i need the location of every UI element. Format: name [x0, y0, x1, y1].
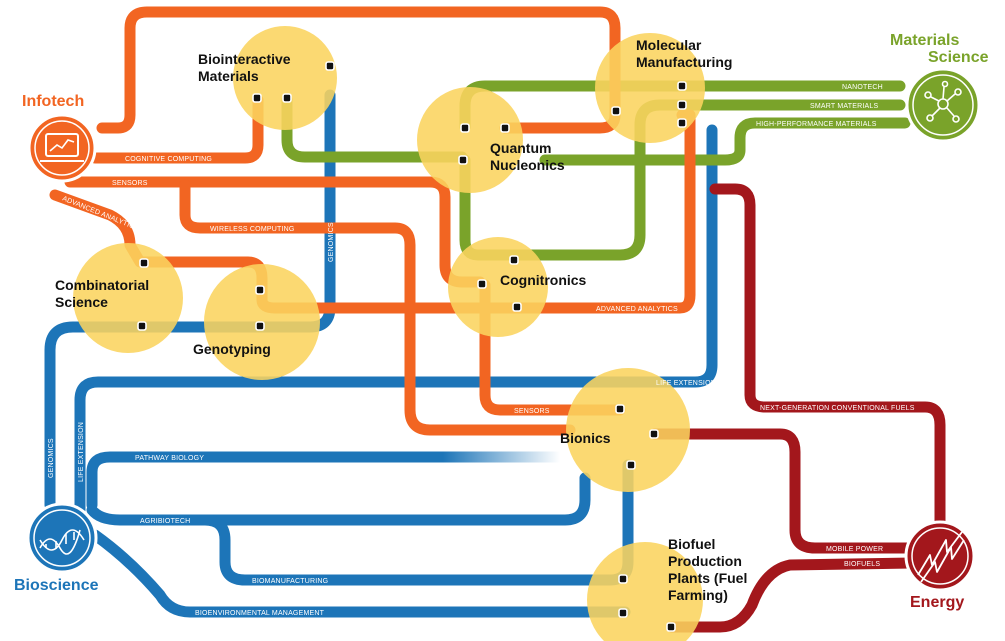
stop: [282, 93, 292, 103]
label-next-gen-fuels: NEXT-GENERATION CONVENTIONAL FUELS: [760, 405, 915, 412]
label-biofuels: BIOFUELS: [844, 561, 880, 568]
node-cognitronics-disc: [448, 237, 548, 337]
stop: [139, 258, 149, 268]
node-biofuel-label-4: Farming): [668, 587, 728, 603]
label-pathway-biology: PATHWAY BIOLOGY: [135, 455, 204, 462]
stop: [500, 123, 510, 133]
stop: [615, 404, 625, 414]
node-molecular-disc: [595, 33, 705, 143]
node-biofuel-disc: [587, 542, 703, 641]
hub-bioscience: Bioscience: [14, 502, 99, 594]
label-agribiotech: AGRIBIOTECH: [140, 518, 190, 525]
mobile-power-line: [649, 428, 916, 554]
quantum-computing-line: [96, 6, 621, 134]
stop: [137, 321, 147, 331]
node-quantum-disc: [417, 87, 523, 193]
hub-infotech: Infotech: [22, 93, 97, 183]
node-molecular-label-2: Manufacturing: [636, 54, 732, 70]
dna-helix-icon: [39, 529, 85, 555]
biofuels-line: [666, 557, 918, 633]
label-genomics-left: GENOMICS: [48, 438, 55, 478]
stop: [512, 302, 522, 312]
stop: [626, 460, 636, 470]
stop: [255, 285, 265, 295]
node-cognitronics-label: Cognitronics: [500, 272, 587, 288]
cognitive-computing-line: [89, 94, 264, 164]
label-genomics-vertical: GENOMICS: [328, 222, 335, 262]
label-biomanufacturing: BIOMANUFACTURING: [252, 578, 328, 585]
label-smart-materials: SMART MATERIALS: [810, 103, 878, 110]
node-quantum-label-1: Quantum: [490, 140, 551, 156]
stop: [477, 279, 487, 289]
stop: [618, 608, 628, 618]
bioenvironmental-line: [89, 529, 631, 618]
stop: [677, 81, 687, 91]
stop: [649, 429, 659, 439]
hub-materials-label-1: Materials: [890, 32, 959, 49]
label-cognitive-computing: COGNITIVE COMPUTING: [125, 156, 212, 163]
node-biofuel-label-2: Production: [668, 553, 742, 569]
hub-energy-label: Energy: [910, 594, 964, 611]
sensors-bionics-line: [479, 279, 626, 416]
stop: [618, 574, 628, 584]
stop: [460, 123, 470, 133]
label-advanced-analytics-right: ADVANCED ANALYTICS: [596, 306, 678, 313]
pathway-biology-line: [86, 451, 566, 511]
stop: [677, 100, 687, 110]
stop: [255, 321, 265, 331]
node-biointeractive-disc: [233, 26, 337, 130]
node-biofuel-label-3: Plants (Fuel: [668, 570, 747, 586]
label-nanotech: NANOTECH: [842, 84, 883, 91]
stop: [677, 118, 687, 128]
node-combinatorial-label-1: Combinatorial: [55, 277, 149, 293]
hub-infotech-label: Infotech: [22, 93, 84, 110]
label-mobile-power: MOBILE POWER: [826, 546, 883, 553]
label-wireless-computing: WIRELESS COMPUTING: [210, 226, 295, 233]
node-biofuel-label-1: Biofuel: [668, 536, 715, 552]
node-biointeractive-label-1: Biointeractive: [198, 51, 291, 67]
label-bioenvironmental: BIOENVIRONMENTAL MANAGEMENT: [195, 610, 325, 617]
hub-energy: Energy: [904, 520, 976, 611]
node-molecular-label-1: Molecular: [636, 37, 702, 53]
next-gen-fuels-line: [709, 183, 946, 536]
hub-bioscience-label: Bioscience: [14, 577, 99, 594]
label-life-extension-right: LIFE EXTENSION: [656, 380, 716, 387]
stop: [325, 61, 335, 71]
stop: [666, 622, 676, 632]
hub-materials-label-2: Science: [928, 49, 989, 66]
label-advanced-analytics-left: ADVANCED ANALYTICS: [61, 195, 140, 232]
node-biointeractive-label-2: Materials: [198, 68, 259, 84]
stop: [252, 93, 262, 103]
node-combinatorial-disc: [73, 243, 183, 353]
biointeractive-green-line: [281, 94, 468, 163]
label-sensors-bionics: SENSORS: [514, 408, 550, 415]
molecule-icon: [924, 80, 962, 123]
node-bionics-label: Bionics: [560, 430, 611, 446]
label-sensors-top: SENSORS: [112, 180, 148, 187]
wireless-computing-line: [179, 179, 576, 436]
node-genotyping-label: Genotyping: [193, 341, 271, 357]
stop: [509, 255, 519, 265]
lightning-icon: [917, 531, 965, 583]
genomics-line: [44, 89, 336, 511]
node-bionics-disc: [566, 368, 690, 492]
laptop-chart-icon: [40, 133, 84, 162]
label-life-extension-left: LIFE EXTENSION: [78, 422, 85, 482]
stop: [458, 155, 468, 165]
node-quantum-label-2: Nucleonics: [490, 157, 565, 173]
agribiotech-line: [86, 472, 591, 526]
life-extension-line: [74, 124, 718, 516]
stop: [611, 106, 621, 116]
node-combinatorial-label-2: Science: [55, 294, 108, 310]
label-quantum-computing: QUANTUM COMPUTING: [140, 31, 147, 115]
hub-materials: Materials Science: [890, 32, 989, 143]
label-high-performance: HIGH-PERFORMANCE MATERIALS: [756, 121, 877, 128]
